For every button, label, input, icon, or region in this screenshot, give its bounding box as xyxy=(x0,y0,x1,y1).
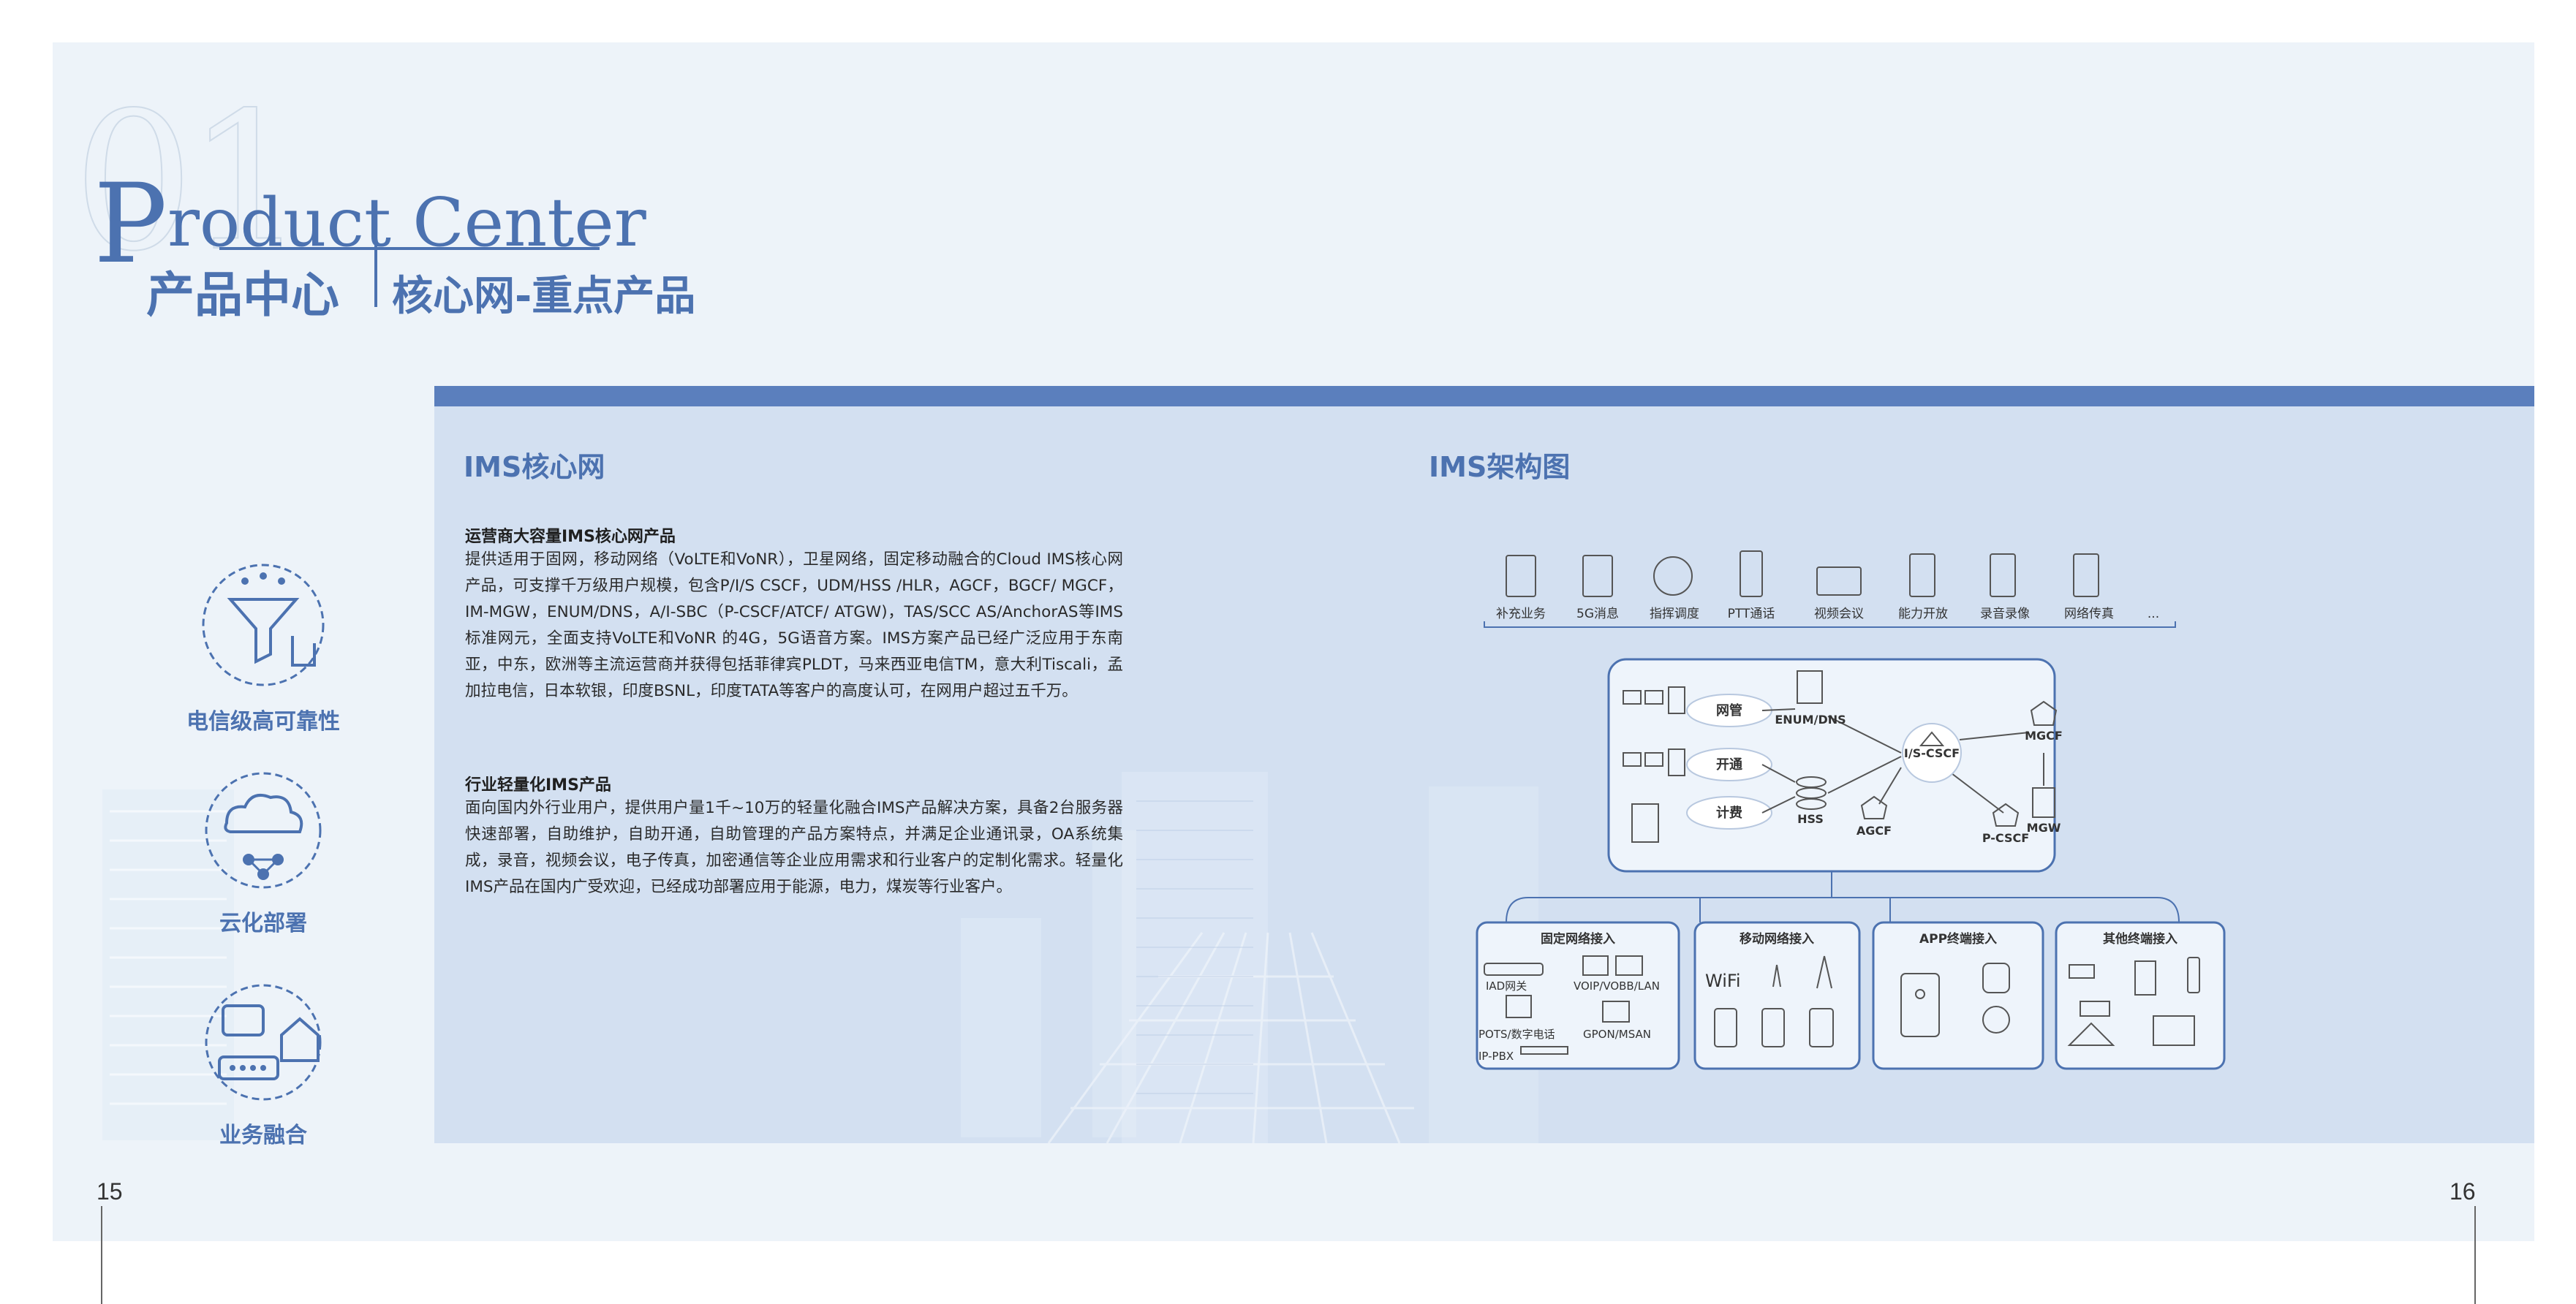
feature-item: 电信级高可靠性 xyxy=(102,556,424,735)
access-box-fixed xyxy=(1476,921,1680,1070)
access-title: 移动网络接入 xyxy=(1740,931,1814,947)
title-divider xyxy=(374,241,377,307)
cloud-label: 网管 xyxy=(1716,702,1742,719)
service-labels: 补充业务 5G消息 指挥调度 PTT通话 视频会议 能力开放 录音录像 网络传真… xyxy=(1496,607,2159,621)
service-label: 5G消息 xyxy=(1576,607,1619,621)
service-icons xyxy=(1506,550,2099,597)
agcf-node-icon xyxy=(1860,795,1888,819)
service-label: 录音录像 xyxy=(1980,607,2030,621)
pcscf-node-icon xyxy=(1992,803,2020,827)
page-number-line-left xyxy=(101,1206,102,1304)
node-label: AGCF xyxy=(1857,824,1892,838)
app-access-icons xyxy=(1900,963,2010,1037)
service-label: 网络传真 xyxy=(2064,607,2114,621)
service-label: PTT通话 xyxy=(1728,607,1775,621)
page-number-right: 16 xyxy=(2450,1178,2476,1205)
access-title: 固定网络接入 xyxy=(1541,931,1615,947)
feature-label: 业务融合 xyxy=(219,1123,307,1148)
title-chinese: 产品中心 xyxy=(146,267,339,323)
core-clouds xyxy=(1686,694,1772,830)
mgw-node-icon xyxy=(2032,787,2055,818)
node-label: ENUM/DNS xyxy=(1775,713,1846,727)
access-item: POTS/数字电话 xyxy=(1478,1028,1555,1041)
access-item: IP-PBX xyxy=(1478,1050,1514,1063)
cloud-network-icon xyxy=(205,772,322,889)
service-label: 指挥调度 xyxy=(1650,607,1699,621)
node-label: MGW xyxy=(2027,821,2061,835)
access-item: IAD网关 xyxy=(1486,979,1527,993)
router-home-icon xyxy=(205,984,322,1101)
node-label: I/S-CSCF xyxy=(1904,746,1960,760)
ims-architecture-diagram: 补充业务 5G消息 指挥调度 PTT通话 视频会议 能力开放 录音录像 网络传真… xyxy=(1476,550,2226,1070)
title-subtitle: 核心网-重点产品 xyxy=(392,273,696,320)
other-access-icons xyxy=(2067,957,2200,1046)
wifi-label: WiFi xyxy=(1705,971,1741,991)
core-links xyxy=(1761,708,2044,814)
node-label: HSS xyxy=(1797,812,1824,826)
access-item: GPON/MSAN xyxy=(1583,1028,1651,1041)
title-english-rest: roduct Center xyxy=(167,183,646,262)
mgcf-node-icon xyxy=(2030,700,2058,726)
page-number-line-right xyxy=(2474,1206,2476,1304)
title-english: Product Center xyxy=(94,170,646,279)
cloud-label: 开通 xyxy=(1716,757,1742,773)
feature-item: 云化部署 xyxy=(102,765,424,937)
feature-label: 云化部署 xyxy=(219,911,307,936)
core-terminals xyxy=(1623,686,1685,843)
page-number-left: 15 xyxy=(97,1178,123,1205)
block-body: 提供适用于固网，移动网络（VoLTE和VoNR），卫星网络，固定移动融合的Clo… xyxy=(465,550,1123,700)
service-label: ... xyxy=(2148,607,2159,621)
feature-item: 业务融合 xyxy=(102,977,424,1149)
cscf-node-icon xyxy=(1902,723,1962,783)
cloud-label: 计费 xyxy=(1716,805,1742,821)
enum-dns-node-icon xyxy=(1797,670,1823,704)
node-label: MGCF xyxy=(2025,729,2063,743)
server-rack-decoration-right xyxy=(1122,772,1268,1143)
top-accent-bar xyxy=(434,386,2534,406)
server-rack-decoration xyxy=(961,786,1538,1143)
mobile-access-icons xyxy=(1714,955,1834,1047)
fixed-access-icons xyxy=(1484,955,1643,1055)
block-title: 运营商大容量IMS核心网产品 xyxy=(465,528,676,546)
right-heading: IMS架构图 xyxy=(1429,451,1571,483)
filter-hand-icon xyxy=(202,564,325,686)
service-label: 视频会议 xyxy=(1814,607,1864,621)
service-label: 补充业务 xyxy=(1496,607,1546,621)
access-item: VOIP/VOBB/LAN xyxy=(1574,979,1660,993)
left-heading: IMS核心网 xyxy=(464,451,605,483)
access-title: APP终端接入 xyxy=(1919,931,1997,947)
title-english-capital: P xyxy=(94,161,167,288)
left-rack-decoration xyxy=(102,789,234,1140)
node-label: P-CSCF xyxy=(1982,831,2029,845)
block-title: 行业轻量化IMS产品 xyxy=(465,776,611,795)
hss-node-icon xyxy=(1796,776,1827,810)
service-label: 能力开放 xyxy=(1898,607,1948,621)
feature-label: 电信级高可靠性 xyxy=(186,709,340,735)
title-underline xyxy=(219,247,600,250)
access-title: 其他终端接入 xyxy=(2103,931,2177,947)
block-body: 面向国内外行业用户，提供用户量1千~10万的轻量化融合IMS产品解决方案，具备2… xyxy=(465,799,1123,896)
access-connector xyxy=(1506,871,2180,923)
section-number: 01 xyxy=(72,72,309,293)
